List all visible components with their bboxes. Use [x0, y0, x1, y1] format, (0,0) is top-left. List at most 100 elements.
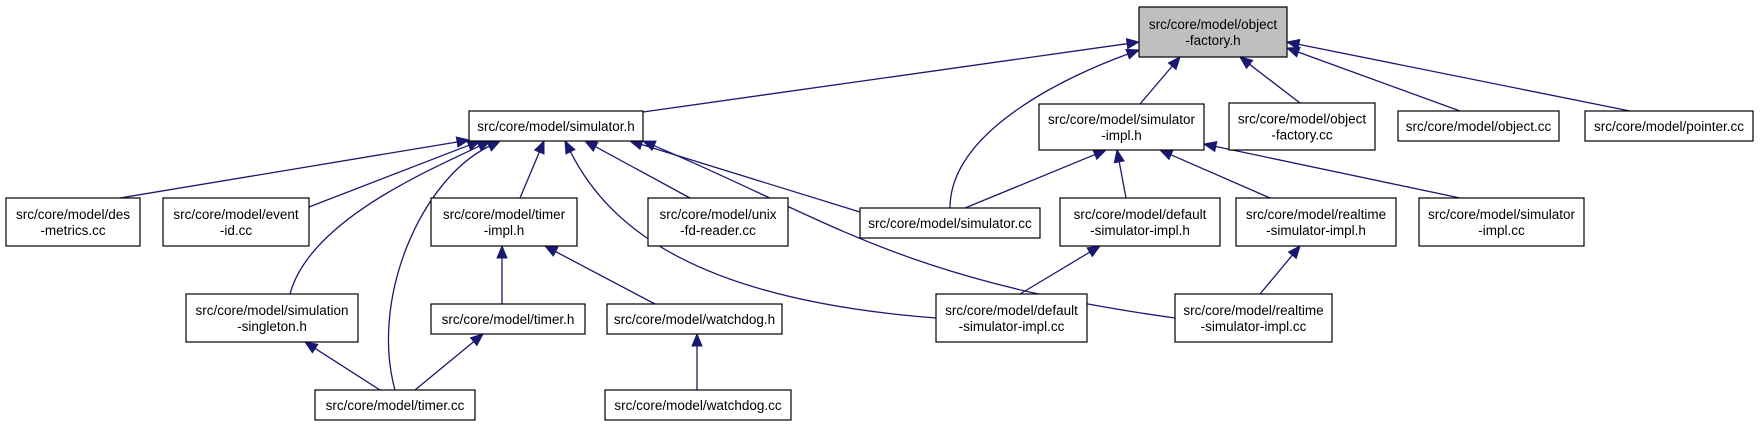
- node-label: src/core/model/timer: [443, 207, 566, 222]
- edge-object-factory-cc-to-object-factory-h: [1238, 56, 1301, 104]
- arrowhead-icon: [1092, 149, 1108, 161]
- node-simulator-impl-cc[interactable]: src/core/model/simulator-impl.cc: [1418, 197, 1585, 247]
- node-box: [162, 197, 310, 247]
- node-label: src/core/model/object: [1238, 112, 1367, 127]
- arrowhead-icon: [1125, 38, 1141, 50]
- node-label: -singleton.h: [237, 319, 307, 334]
- edge-layer: [119, 38, 1631, 391]
- edge-pointer-cc-to-object-factory-h: [1285, 38, 1631, 112]
- node-label: -id.cc: [220, 223, 253, 238]
- edge-line: [1118, 161, 1127, 199]
- edge-line: [1019, 251, 1091, 295]
- node-label: src/core/model/realtime: [1183, 303, 1323, 318]
- edge-simulator-impl-cc-to-simulator-impl-h: [1202, 140, 1461, 199]
- edge-event-id-cc-to-simulator-h: [308, 140, 482, 208]
- arrowhead-icon: [486, 140, 502, 152]
- node-box: [859, 207, 1041, 239]
- node-label: src/core/model/simulator: [1048, 112, 1196, 127]
- arrowhead-icon: [1167, 56, 1181, 71]
- node-box: [1038, 103, 1205, 151]
- node-label: -impl.h: [484, 223, 525, 238]
- arrowhead-icon: [1238, 56, 1254, 70]
- node-label: src/core/model/simulator.cc: [868, 216, 1032, 231]
- node-simulator-impl-h[interactable]: src/core/model/simulator-impl.h: [1038, 103, 1205, 151]
- node-label: src/core/model/simulation: [195, 303, 348, 318]
- node-object-factory-cc[interactable]: src/core/model/object-factory.cc: [1228, 102, 1376, 151]
- node-box: [604, 389, 792, 421]
- node-label: src/core/model/watchdog.cc: [614, 398, 782, 413]
- node-default-simulator-impl-cc[interactable]: src/core/model/default-simulator-impl.cc: [935, 293, 1088, 343]
- node-unix-fd-reader-cc[interactable]: src/core/model/unix-fd-reader.cc: [647, 197, 789, 247]
- edge-des-metrics-cc-to-simulator-h: [119, 136, 471, 199]
- node-object-cc[interactable]: src/core/model/object.cc: [1397, 110, 1560, 142]
- node-box: [1584, 110, 1754, 142]
- node-object-factory-h: src/core/model/object-factory.h: [1138, 6, 1288, 58]
- edge-timer-impl-h-to-simulator-h: [519, 139, 545, 199]
- node-event-id-cc[interactable]: src/core/model/event-id.cc: [162, 197, 310, 247]
- edge-line: [1170, 154, 1271, 199]
- edge-timer-cc-to-simulation-singleton-h: [303, 341, 381, 391]
- edge-simulator-cc-to-object-factory-h: [949, 48, 1141, 209]
- arrowhead-icon: [455, 136, 471, 148]
- node-layer: src/core/model/object-factory.hsrc/core/…: [5, 6, 1754, 421]
- node-box: [314, 389, 476, 421]
- edge-watchdog-cc-to-watchdog-h: [691, 332, 703, 390]
- edge-line: [308, 144, 470, 208]
- edge-watchdog-h-to-timer-impl-h: [543, 245, 656, 305]
- node-realtime-simulator-impl-h[interactable]: src/core/model/realtime-simulator-impl.h: [1235, 197, 1397, 247]
- edge-line: [1215, 145, 1461, 199]
- edge-line: [642, 43, 1128, 113]
- node-timer-h[interactable]: src/core/model/timer.h: [430, 303, 586, 335]
- edge-realtime-simulator-impl-cc-to-realtime-simulator-impl-h: [1259, 245, 1301, 295]
- node-timer-impl-h[interactable]: src/core/model/timer-impl.h: [430, 197, 578, 247]
- node-box: [1138, 6, 1288, 58]
- arrowhead-icon: [1285, 46, 1301, 58]
- node-label: -simulator-impl.cc: [1201, 319, 1307, 334]
- arrowhead-icon: [1125, 48, 1141, 60]
- edge-line: [555, 251, 656, 305]
- edge-line: [964, 153, 1096, 209]
- node-simulator-h[interactable]: src/core/model/simulator.h: [468, 110, 644, 142]
- arrowhead-icon: [691, 332, 703, 347]
- node-label: -fd-reader.cc: [680, 223, 756, 238]
- node-box: [1174, 293, 1333, 343]
- node-label: -factory.cc: [1271, 128, 1333, 143]
- arrowhead-icon: [564, 139, 576, 155]
- node-simulator-cc[interactable]: src/core/model/simulator.cc: [859, 207, 1041, 239]
- edge-line: [1259, 254, 1293, 295]
- node-timer-cc[interactable]: src/core/model/timer.cc: [314, 389, 476, 421]
- node-box: [1235, 197, 1397, 247]
- node-label: src/core/model/simulator: [1428, 207, 1576, 222]
- edge-timer-h-to-timer-impl-h: [496, 244, 508, 304]
- node-label: src/core/model/default: [1074, 207, 1207, 222]
- edge-line: [1249, 63, 1301, 104]
- arrowhead-icon: [469, 333, 485, 347]
- arrowhead-icon: [1158, 149, 1174, 161]
- node-box: [935, 293, 1088, 343]
- node-box: [430, 197, 578, 247]
- node-label: src/core/model/pointer.cc: [1594, 119, 1744, 134]
- node-label: src/core/model/realtime: [1246, 207, 1386, 222]
- node-watchdog-cc[interactable]: src/core/model/watchdog.cc: [604, 389, 792, 421]
- node-realtime-simulator-impl-cc[interactable]: src/core/model/realtime-simulator-impl.c…: [1174, 293, 1333, 343]
- node-simulation-singleton-h[interactable]: src/core/model/simulation-singleton.h: [185, 293, 359, 343]
- arrowhead-icon: [1113, 148, 1125, 164]
- node-box: [606, 303, 783, 335]
- node-label: -impl.h: [1101, 128, 1142, 143]
- edge-line: [414, 341, 475, 391]
- arrowhead-icon: [1287, 245, 1301, 260]
- node-label: src/core/model/object: [1149, 17, 1278, 32]
- edge-timer-cc-to-timer-h: [414, 333, 485, 391]
- node-default-simulator-impl-h[interactable]: src/core/model/default-simulator-impl.h: [1059, 197, 1221, 247]
- edge-unix-fd-reader-cc-to-simulator-h: [583, 140, 691, 199]
- node-label: -factory.h: [1185, 33, 1240, 48]
- node-box: [5, 197, 141, 247]
- edge-line: [314, 347, 381, 391]
- edge-line: [569, 151, 937, 319]
- node-box: [468, 110, 644, 142]
- arrowhead-icon: [1086, 245, 1102, 258]
- node-watchdog-h[interactable]: src/core/model/watchdog.h: [606, 303, 783, 335]
- node-pointer-cc[interactable]: src/core/model/pointer.cc: [1584, 110, 1754, 142]
- edge-line: [519, 151, 540, 199]
- node-des-metrics-cc[interactable]: src/core/model/des-metrics.cc: [5, 197, 141, 247]
